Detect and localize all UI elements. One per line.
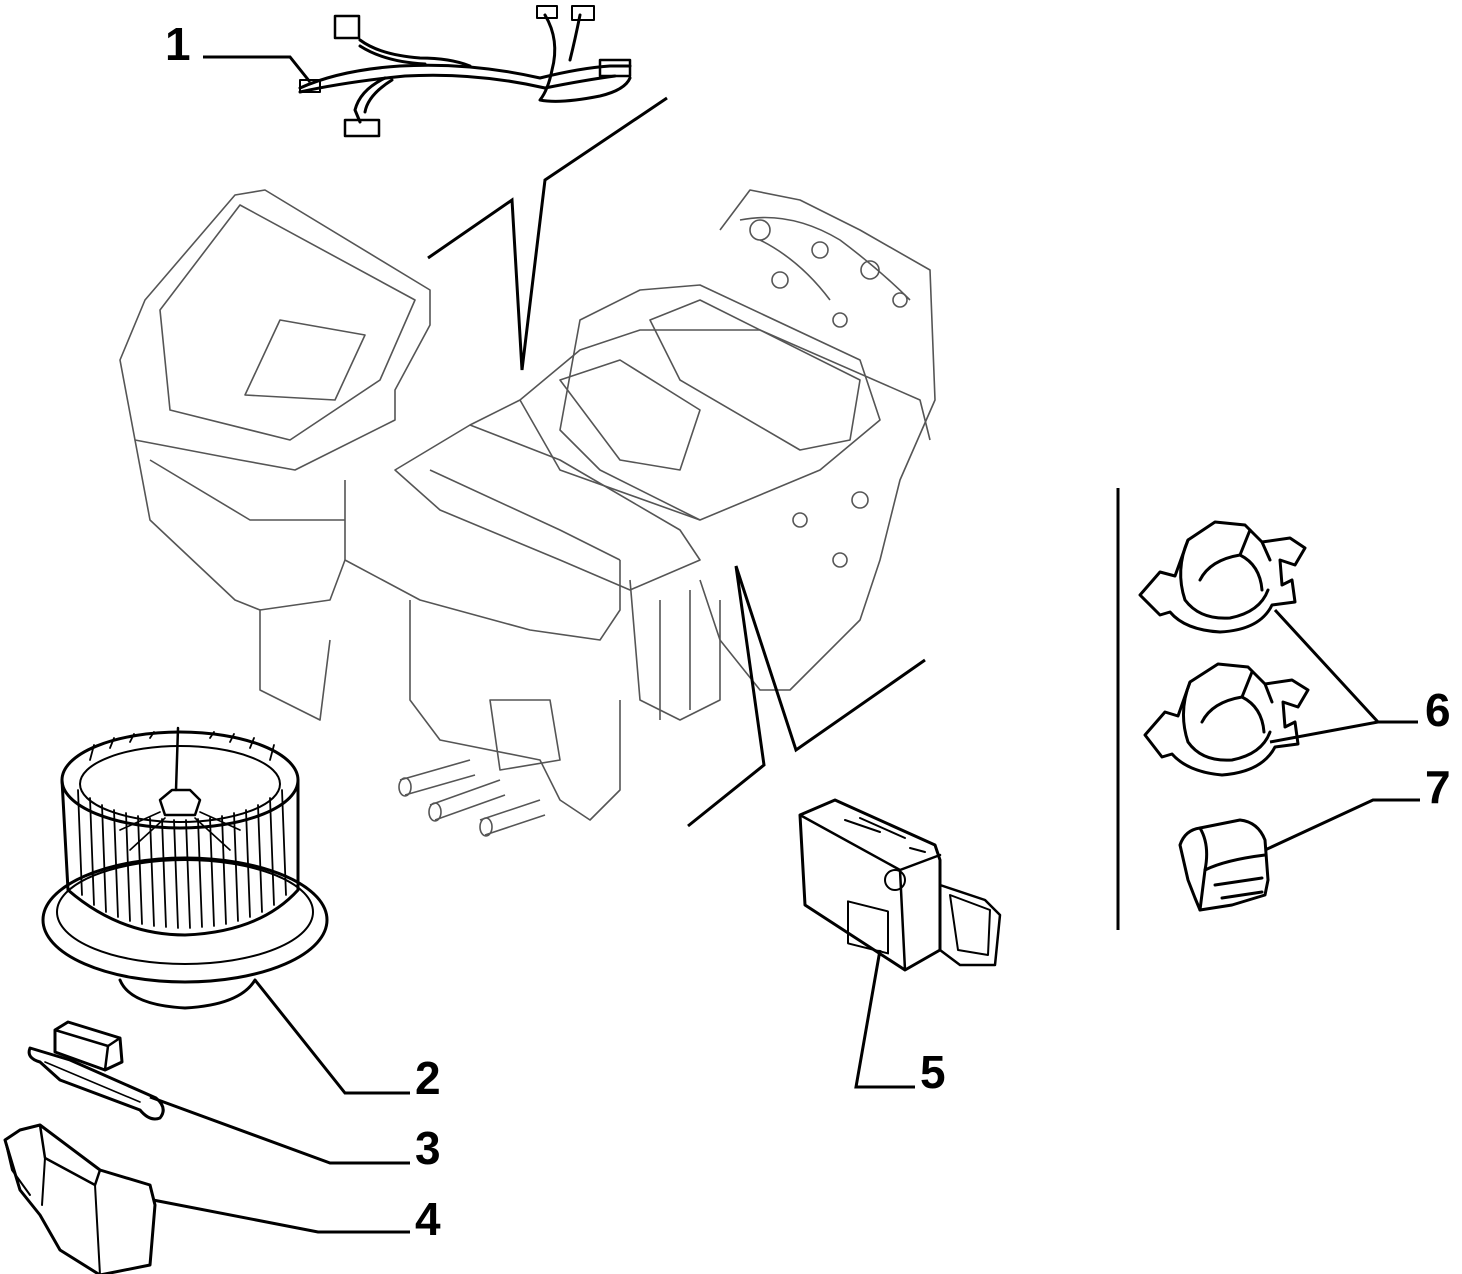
- cover-part-4: [3, 1123, 157, 1274]
- leader-line-5: [854, 949, 915, 1089]
- exploded-view-cut-lines: [427, 96, 926, 828]
- control-module-part-5: [798, 798, 1002, 972]
- callout-4: 4: [415, 1193, 441, 1245]
- callout-3: 3: [415, 1122, 441, 1174]
- callout-5: 5: [920, 1046, 946, 1098]
- callout-2: 2: [415, 1052, 441, 1104]
- leader-line-3: [149, 1095, 410, 1165]
- wiring-harness-part-1: [298, 5, 632, 138]
- leader-line-7: [1264, 798, 1420, 852]
- callout-1: 1: [165, 18, 191, 70]
- hvac-housing-assembly: [119, 189, 936, 837]
- blower-fan-part-2: [41, 726, 329, 1010]
- clip-part-6-lower: [1143, 662, 1310, 777]
- leader-line-2: [253, 979, 410, 1095]
- leader-lines: [149, 55, 1420, 1234]
- callout-6: 6: [1425, 684, 1451, 736]
- leader-line-4: [152, 1198, 410, 1234]
- leader-line-6: [1269, 608, 1418, 744]
- clip-part-7: [1178, 818, 1270, 912]
- leader-line-1: [203, 55, 312, 83]
- clip-part-6-upper: [1138, 520, 1307, 634]
- callout-7: 7: [1425, 761, 1451, 813]
- resistor-part-3: [27, 1020, 165, 1121]
